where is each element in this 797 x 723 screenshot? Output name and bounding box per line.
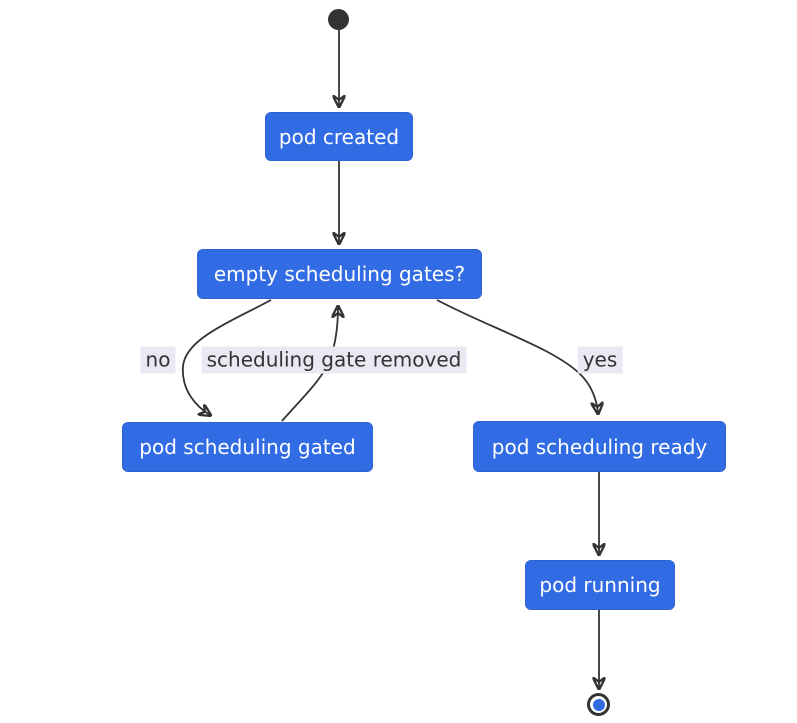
state-empty-scheduling-gates: empty scheduling gates? xyxy=(197,249,482,299)
end-state-node xyxy=(587,693,610,716)
edge-label-scheduling-gate-removed: scheduling gate removed xyxy=(201,346,467,374)
state-pod-scheduling-ready: pod scheduling ready xyxy=(473,421,726,472)
state-pod-created: pod created xyxy=(265,112,413,161)
state-pod-running: pod running xyxy=(525,560,675,610)
state-empty-scheduling-gates-label: empty scheduling gates? xyxy=(213,262,466,286)
start-state-node xyxy=(328,9,349,30)
edge-gates-to-gated-no xyxy=(182,299,272,415)
state-pod-scheduling-gated-label: pod scheduling gated xyxy=(139,435,356,459)
edge-label-yes: yes xyxy=(577,346,623,374)
state-pod-scheduling-gated: pod scheduling gated xyxy=(122,422,373,472)
edge-label-no: no xyxy=(140,346,176,374)
state-pod-created-label: pod created xyxy=(278,124,400,149)
end-state-inner-dot xyxy=(592,698,605,711)
state-pod-running-label: pod running xyxy=(539,573,661,597)
edge-gates-to-ready-yes xyxy=(436,299,598,413)
state-pod-scheduling-ready-label: pod scheduling ready xyxy=(491,434,708,459)
